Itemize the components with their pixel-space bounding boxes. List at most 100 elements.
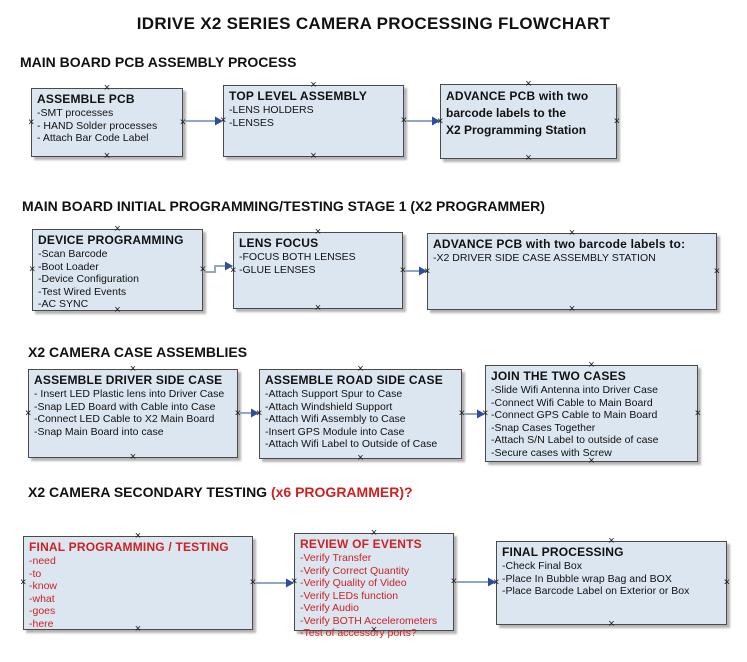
connector-handle-icon[interactable]: ×	[256, 407, 263, 420]
connector-handle-icon[interactable]: ×	[220, 114, 227, 127]
box-advance-pcb-driver-side[interactable]: ADVANCE PCB with two barcode labels to: …	[424, 228, 720, 315]
box-lens-focus[interactable]: LENS FOCUS -FOCUS BOTH LENSES-GLUE LENSE…	[230, 227, 406, 314]
box-device-programming[interactable]: DEVICE PROGRAMMING -Scan Barcode-Boot Lo…	[29, 224, 206, 316]
box-advance-pcb-programming-station[interactable]: ADVANCE PCB with two barcode labels to t…	[437, 79, 620, 164]
section-heading-initial-programming: MAIN BOARD INITIAL PROGRAMMING/TESTING S…	[22, 198, 545, 214]
connector-handle-icon[interactable]: ×	[370, 527, 378, 539]
connector-handle-icon[interactable]: ×	[20, 576, 27, 589]
connector-handle-icon[interactable]: ×	[199, 263, 206, 276]
flow-arrow-icon[interactable]	[205, 261, 233, 273]
box-review-of-events[interactable]: REVIEW OF EVENTS -Verify Transfer-Verify…	[291, 528, 457, 640]
connector-handle-icon[interactable]: ×	[314, 302, 322, 314]
connector-handle-icon[interactable]: ×	[25, 407, 32, 419]
connector-handle-icon[interactable]: ×	[230, 264, 237, 276]
connector-handle-icon[interactable]: ×	[370, 624, 378, 636]
box-final-programming-testing[interactable]: FINAL PROGRAMMING / TESTING -need-to-kno…	[20, 531, 256, 635]
box-items: -FOCUS BOTH LENSES-GLUE LENSES	[239, 251, 397, 276]
connector-handle-icon[interactable]: ×	[234, 407, 241, 419]
box-line: -Verify Audio	[300, 602, 359, 614]
box-assemble-driver-side-case[interactable]: ASSEMBLE DRIVER SIDE CASE - Insert LED P…	[25, 364, 241, 463]
box-title: FINAL PROCESSING	[502, 545, 624, 559]
box-title: DEVICE PROGRAMMING	[38, 233, 184, 247]
box-items: -Attach Support Spur to Case-Attach Wind…	[265, 388, 456, 451]
connector-handle-icon[interactable]: ×	[399, 264, 406, 276]
box-line: -Test Wired Events	[38, 285, 127, 298]
box-top-level-assembly[interactable]: TOP LEVEL ASSEMBLY -LENS HOLDERS-LENSES …	[220, 80, 407, 162]
box-line: -Attach Windshield Support	[265, 400, 393, 413]
connector-handle-icon[interactable]: ×	[103, 82, 111, 94]
connector-handle-icon[interactable]: ×	[114, 304, 121, 316]
connector-handle-icon[interactable]: ×	[314, 226, 322, 238]
connector-handle-icon[interactable]: ×	[613, 115, 620, 127]
connector-handle-icon[interactable]: ×	[694, 407, 701, 419]
box-line: - Attach Bar Code Label	[37, 132, 149, 144]
box-items: -X2 DRIVER SIDE CASE ASSEMBLY STATION	[433, 252, 711, 265]
box-title: LENS FOCUS	[239, 236, 319, 250]
box-line: -Verify Correct Quantity	[300, 564, 410, 577]
box-items: -Verify Transfer-Verify Correct Quantity…	[300, 552, 448, 640]
connector-handle-icon[interactable]: ×	[458, 407, 465, 420]
connector-handle-icon[interactable]: ×	[249, 576, 256, 589]
box-items: -Slide Wifi Antenna into Driver Case-Con…	[491, 384, 692, 459]
connector-handle-icon[interactable]: ×	[114, 223, 121, 235]
connector-handle-icon[interactable]: ×	[525, 152, 532, 164]
box-assemble-road-side-case[interactable]: ASSEMBLE ROAD SIDE CASE -Attach Support …	[256, 364, 465, 464]
connector-handle-icon[interactable]: ×	[723, 576, 730, 589]
box-line: -goes	[29, 605, 56, 617]
box-line: -Verify Quality of Video	[300, 577, 407, 589]
flow-arrow-icon[interactable]	[406, 116, 440, 126]
box-line: -Insert GPS Module into Case	[265, 425, 405, 438]
connector-handle-icon[interactable]: ×	[357, 363, 364, 375]
connector-handle-icon[interactable]: ×	[493, 576, 500, 589]
section-heading-case-assemblies: X2 CAMERA CASE ASSEMBLIES	[28, 344, 247, 360]
box-assemble-pcb[interactable]: ASSEMBLE PCB -SMT processes- HAND Solder…	[28, 83, 186, 162]
connector-handle-icon[interactable]: ×	[129, 451, 137, 463]
flow-arrow-icon[interactable]	[255, 578, 294, 588]
box-final-processing[interactable]: FINAL PROCESSING -Check Final Box-Place …	[493, 536, 730, 630]
box-line: -LENS HOLDERS	[229, 104, 314, 116]
connector-handle-icon[interactable]: ×	[437, 115, 444, 127]
connector-handle-icon[interactable]: ×	[525, 78, 532, 90]
box-line: X2 Programming Station	[446, 123, 587, 137]
connector-handle-icon[interactable]: ×	[291, 575, 298, 588]
connector-handle-icon[interactable]: ×	[588, 359, 595, 371]
flow-arrow-icon[interactable]	[185, 116, 223, 126]
connector-handle-icon[interactable]: ×	[129, 363, 137, 375]
box-line: -Connect Wifi Cable to Main Board	[491, 396, 653, 409]
connector-handle-icon[interactable]: ×	[134, 623, 142, 635]
connector-handle-icon[interactable]: ×	[29, 263, 36, 276]
box-join-the-two-cases[interactable]: JOIN THE TWO CASES -Slide Wifi Antenna i…	[482, 360, 701, 467]
connector-handle-icon[interactable]: ×	[568, 227, 576, 239]
connector-handle-icon[interactable]: ×	[713, 265, 720, 277]
box-line: -AC SYNC	[38, 298, 89, 310]
section-heading-secondary-testing: X2 CAMERA SECONDARY TESTING (x6 PROGRAMM…	[28, 484, 413, 500]
box-line: -Scan Barcode	[38, 248, 108, 260]
connector-handle-icon[interactable]: ×	[424, 265, 431, 277]
box-items: -Scan Barcode-Boot Loader-Device Configu…	[38, 248, 197, 311]
connector-handle-icon[interactable]: ×	[568, 303, 576, 315]
box-line: - HAND Solder processes	[37, 119, 158, 132]
box-line: -SMT processes	[37, 107, 114, 119]
connector-handle-icon[interactable]: ×	[357, 452, 364, 464]
box-title: TOP LEVEL ASSEMBLY	[229, 89, 368, 103]
connector-handle-icon[interactable]: ×	[450, 575, 457, 588]
connector-handle-icon[interactable]: ×	[134, 530, 142, 542]
connector-handle-icon[interactable]: ×	[28, 116, 35, 128]
box-line: -Snap LED Board with Cable into Case	[34, 400, 216, 413]
box-items: -need-to-know-what-goes-here	[29, 555, 247, 630]
connector-handle-icon[interactable]: ×	[310, 150, 317, 162]
box-line: -Place In Bubble wrap Bag and BOX	[502, 572, 672, 585]
connector-handle-icon[interactable]: ×	[400, 114, 407, 127]
connector-handle-icon[interactable]: ×	[588, 455, 595, 467]
connector-handle-icon[interactable]: ×	[103, 150, 111, 162]
connector-handle-icon[interactable]: ×	[608, 618, 615, 630]
connector-handle-icon[interactable]: ×	[482, 407, 489, 419]
box-title: ADVANCE PCB with two	[446, 89, 589, 103]
box-line: -FOCUS BOTH LENSES	[239, 251, 356, 263]
connector-handle-icon[interactable]: ×	[608, 535, 615, 547]
box-items: - Insert LED Plastic lens into Driver Ca…	[34, 388, 232, 438]
connector-handle-icon[interactable]: ×	[310, 79, 317, 91]
box-line: -Snap Main Board into case	[34, 425, 164, 438]
flow-arrow-icon[interactable]	[456, 577, 496, 587]
connector-handle-icon[interactable]: ×	[179, 116, 186, 128]
